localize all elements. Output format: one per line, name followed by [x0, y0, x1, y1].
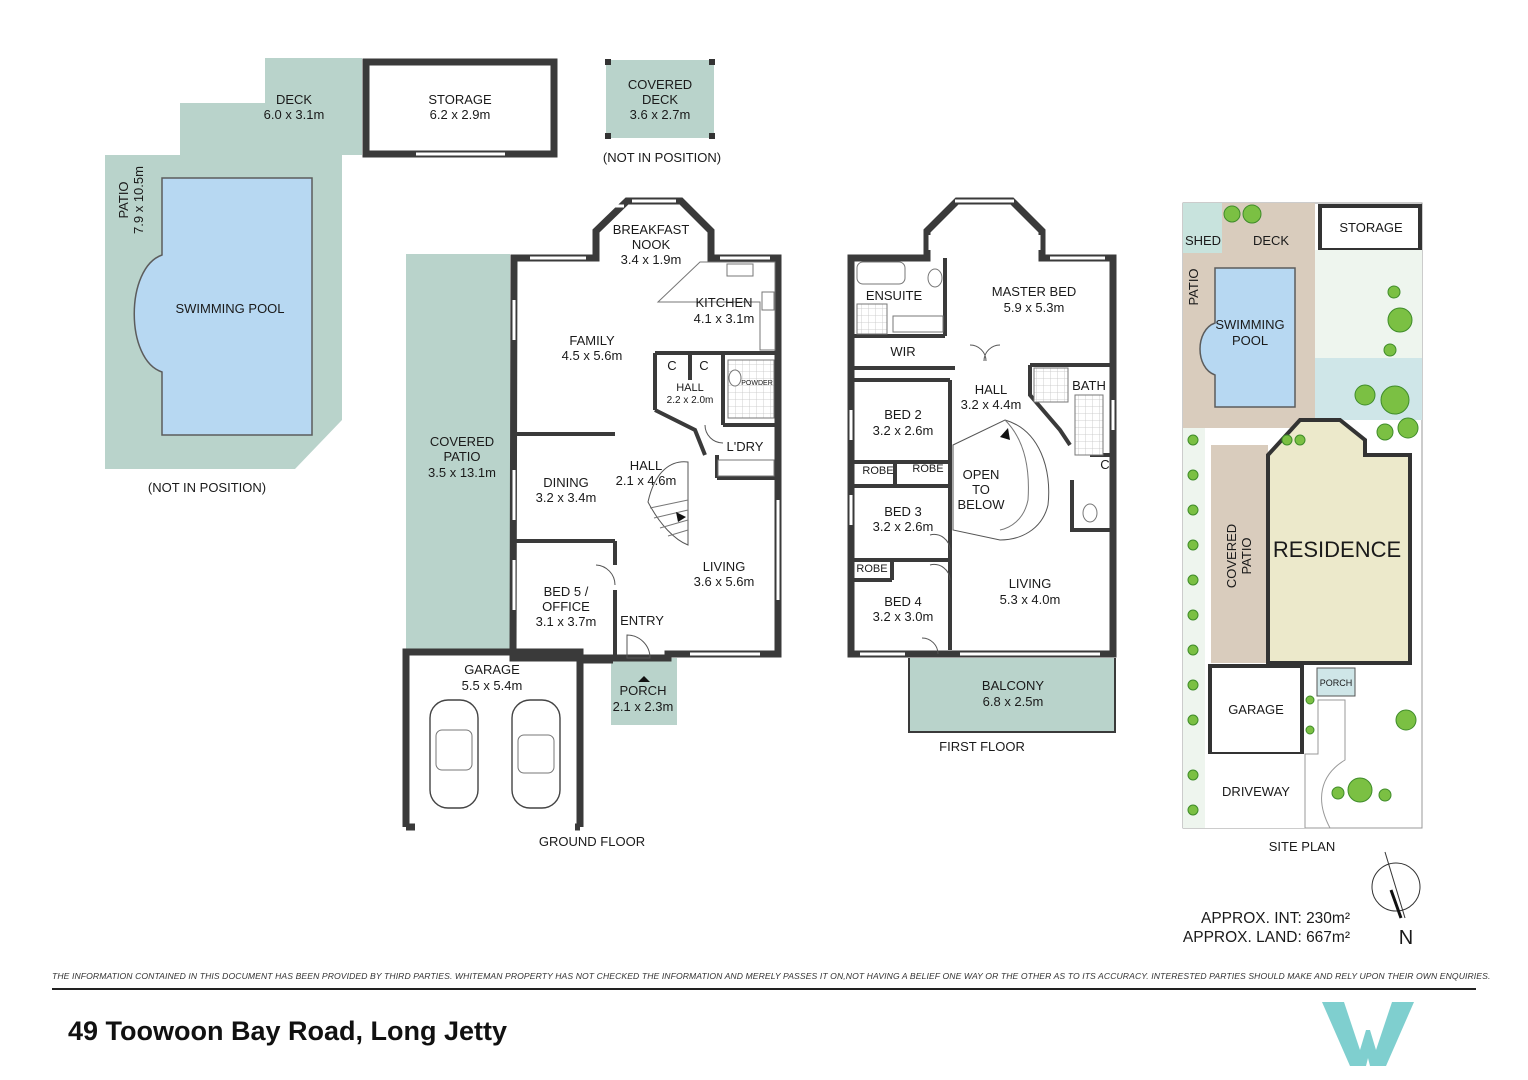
gf-family-label: FAMILY	[569, 333, 615, 348]
ff-open-below-1: OPEN	[963, 467, 1000, 482]
gf-covered-patio-label-2: PATIO	[443, 449, 480, 464]
gf-covered-patio-size: 3.5 x 13.1m	[428, 465, 496, 480]
ff-balcony-size: 6.8 x 2.5m	[983, 694, 1044, 709]
gf-porch-label: PORCH	[620, 683, 667, 698]
deck-label: DECK	[276, 92, 312, 107]
compass-north-label: N	[1399, 927, 1413, 949]
ff-robe-2: ROBE	[912, 463, 943, 475]
site-shed-label: SHED	[1185, 233, 1221, 248]
first-floor-plan: ENSUITE MASTER BED 5.9 x 5.3m WIR HALL 3…	[847, 197, 1117, 754]
ff-balcony-label: BALCONY	[982, 678, 1044, 693]
gf-hall-small-size: 2.2 x 2.0m	[667, 395, 714, 406]
site-covered-patio-label-1: COVERED	[1224, 524, 1239, 588]
gf-laundry-label: L'DRY	[727, 439, 764, 454]
ff-robe-3: ROBE	[856, 563, 887, 575]
site-residence-label: RESIDENCE	[1273, 537, 1401, 562]
gf-kitchen-size: 4.1 x 3.1m	[694, 311, 755, 326]
site-porch-label: PORCH	[1320, 678, 1353, 688]
approx-internal-area: APPROX. INT: 230m²	[1200, 910, 1350, 927]
ff-open-below-3: BELOW	[958, 497, 1006, 512]
pool-label: SWIMMING POOL	[175, 301, 284, 316]
site-garage-label: GARAGE	[1228, 702, 1284, 717]
covered-deck-size: 3.6 x 2.7m	[630, 107, 691, 122]
site-driveway-label: DRIVEWAY	[1222, 784, 1290, 799]
gf-powder-label: POWDER	[741, 380, 773, 387]
deck-outbuilding: DECK 6.0 x 3.1m	[180, 58, 362, 155]
gf-porch-size: 2.1 x 2.3m	[613, 699, 674, 714]
ff-bed3-label: BED 3	[884, 504, 922, 519]
ff-ensuite-label: ENSUITE	[866, 288, 923, 303]
patio-size: 7.9 x 10.5m	[131, 166, 146, 234]
disclaimer-text: THE INFORMATION CONTAINED IN THIS DOCUME…	[52, 971, 1491, 981]
site-storage-label: STORAGE	[1339, 220, 1403, 235]
footer-divider	[52, 988, 1476, 990]
ff-living-size: 5.3 x 4.0m	[1000, 592, 1061, 607]
covered-deck-label-1: COVERED	[628, 77, 692, 92]
gf-kitchen-label: KITCHEN	[695, 295, 752, 310]
brand-logo	[1322, 1002, 1414, 1066]
gf-hall-size: 2.1 x 4.6m	[616, 473, 677, 488]
ff-master-bed-label: MASTER BED	[992, 284, 1077, 299]
north-compass: N	[1371, 851, 1421, 949]
patio-label: PATIO	[116, 181, 131, 218]
covered-deck-label-2: DECK	[642, 92, 678, 107]
property-address: 49 Toowoon Bay Road, Long Jetty	[68, 1016, 508, 1046]
gf-garage-size: 5.5 x 5.4m	[462, 678, 523, 693]
gf-entry-label: ENTRY	[620, 613, 664, 628]
deck-size: 6.0 x 3.1m	[264, 107, 325, 122]
gf-family-size: 4.5 x 5.6m	[562, 348, 623, 363]
gf-cupboard-1: C	[667, 358, 676, 373]
approx-land-area: APPROX. LAND: 667m²	[1182, 929, 1350, 946]
site-plan: SHED DECK STORAGE PATIO SWIMMING POOL CO…	[1182, 202, 1423, 854]
first-floor-title: FIRST FLOOR	[939, 739, 1025, 754]
gf-dining-label: DINING	[543, 475, 589, 490]
site-deck-label: DECK	[1253, 233, 1289, 248]
ff-cupboard: C	[1100, 457, 1109, 472]
site-patio-label: PATIO	[1186, 268, 1201, 305]
covered-patio-fill	[406, 254, 510, 650]
gf-bed5-size: 3.1 x 3.7m	[536, 614, 597, 629]
ff-bath-label: BATH	[1072, 378, 1106, 393]
gf-garage-label: GARAGE	[464, 662, 520, 677]
storage-label: STORAGE	[428, 92, 492, 107]
site-plan-title: SITE PLAN	[1269, 839, 1335, 854]
gf-hall-small-label: HALL	[676, 382, 704, 394]
gf-covered-patio-label-1: COVERED	[430, 434, 494, 449]
ground-floor-title: GROUND FLOOR	[539, 834, 645, 849]
ff-bed3-size: 3.2 x 2.6m	[873, 519, 934, 534]
ff-robe-1: ROBE	[862, 465, 893, 477]
ff-open-below-2: TO	[972, 482, 990, 497]
storage-size: 6.2 x 2.9m	[430, 107, 491, 122]
site-pool-label-2: POOL	[1232, 333, 1268, 348]
site-covered-patio-label-2: PATIO	[1239, 537, 1254, 574]
ff-living-label: LIVING	[1009, 576, 1052, 591]
site-pool-label-1: SWIMMING	[1215, 317, 1284, 332]
covered-deck-outbuilding: COVERED DECK 3.6 x 2.7m (NOT IN POSITION…	[603, 59, 721, 165]
ff-bed2-size: 3.2 x 2.6m	[873, 423, 934, 438]
pool-area: SWIMMING POOL PATIO 7.9 x 10.5m (NOT IN …	[105, 155, 342, 495]
ff-wir-label: WIR	[890, 344, 915, 359]
ground-floor-plan: COVERED PATIO 3.5 x 13.1m	[402, 197, 782, 849]
gf-living-label: LIVING	[703, 559, 746, 574]
gf-cupboard-2: C	[699, 358, 708, 373]
gf-hall-label: HALL	[630, 458, 663, 473]
gf-living-size: 3.6 x 5.6m	[694, 574, 755, 589]
gf-bed5-label-2: OFFICE	[542, 599, 590, 614]
ff-bed2-label: BED 2	[884, 407, 922, 422]
storage-outbuilding: STORAGE 6.2 x 2.9m	[362, 58, 558, 158]
ff-hall-size: 3.2 x 4.4m	[961, 397, 1022, 412]
gf-bed5-label-1: BED 5 /	[544, 584, 589, 599]
ff-master-bed-size: 5.9 x 5.3m	[1004, 300, 1065, 315]
gf-breakfast-label-2: NOOK	[632, 237, 671, 252]
ff-bed4-size: 3.2 x 3.0m	[873, 609, 934, 624]
gf-breakfast-size: 3.4 x 1.9m	[621, 252, 682, 267]
pool-note: (NOT IN POSITION)	[148, 480, 266, 495]
ff-hall-label: HALL	[975, 382, 1008, 397]
ff-bed4-label: BED 4	[884, 594, 922, 609]
gf-breakfast-label-1: BREAKFAST	[613, 222, 690, 237]
gf-dining-size: 3.2 x 3.4m	[536, 490, 597, 505]
w-logo-mark	[1322, 1002, 1414, 1066]
covered-deck-note: (NOT IN POSITION)	[603, 150, 721, 165]
